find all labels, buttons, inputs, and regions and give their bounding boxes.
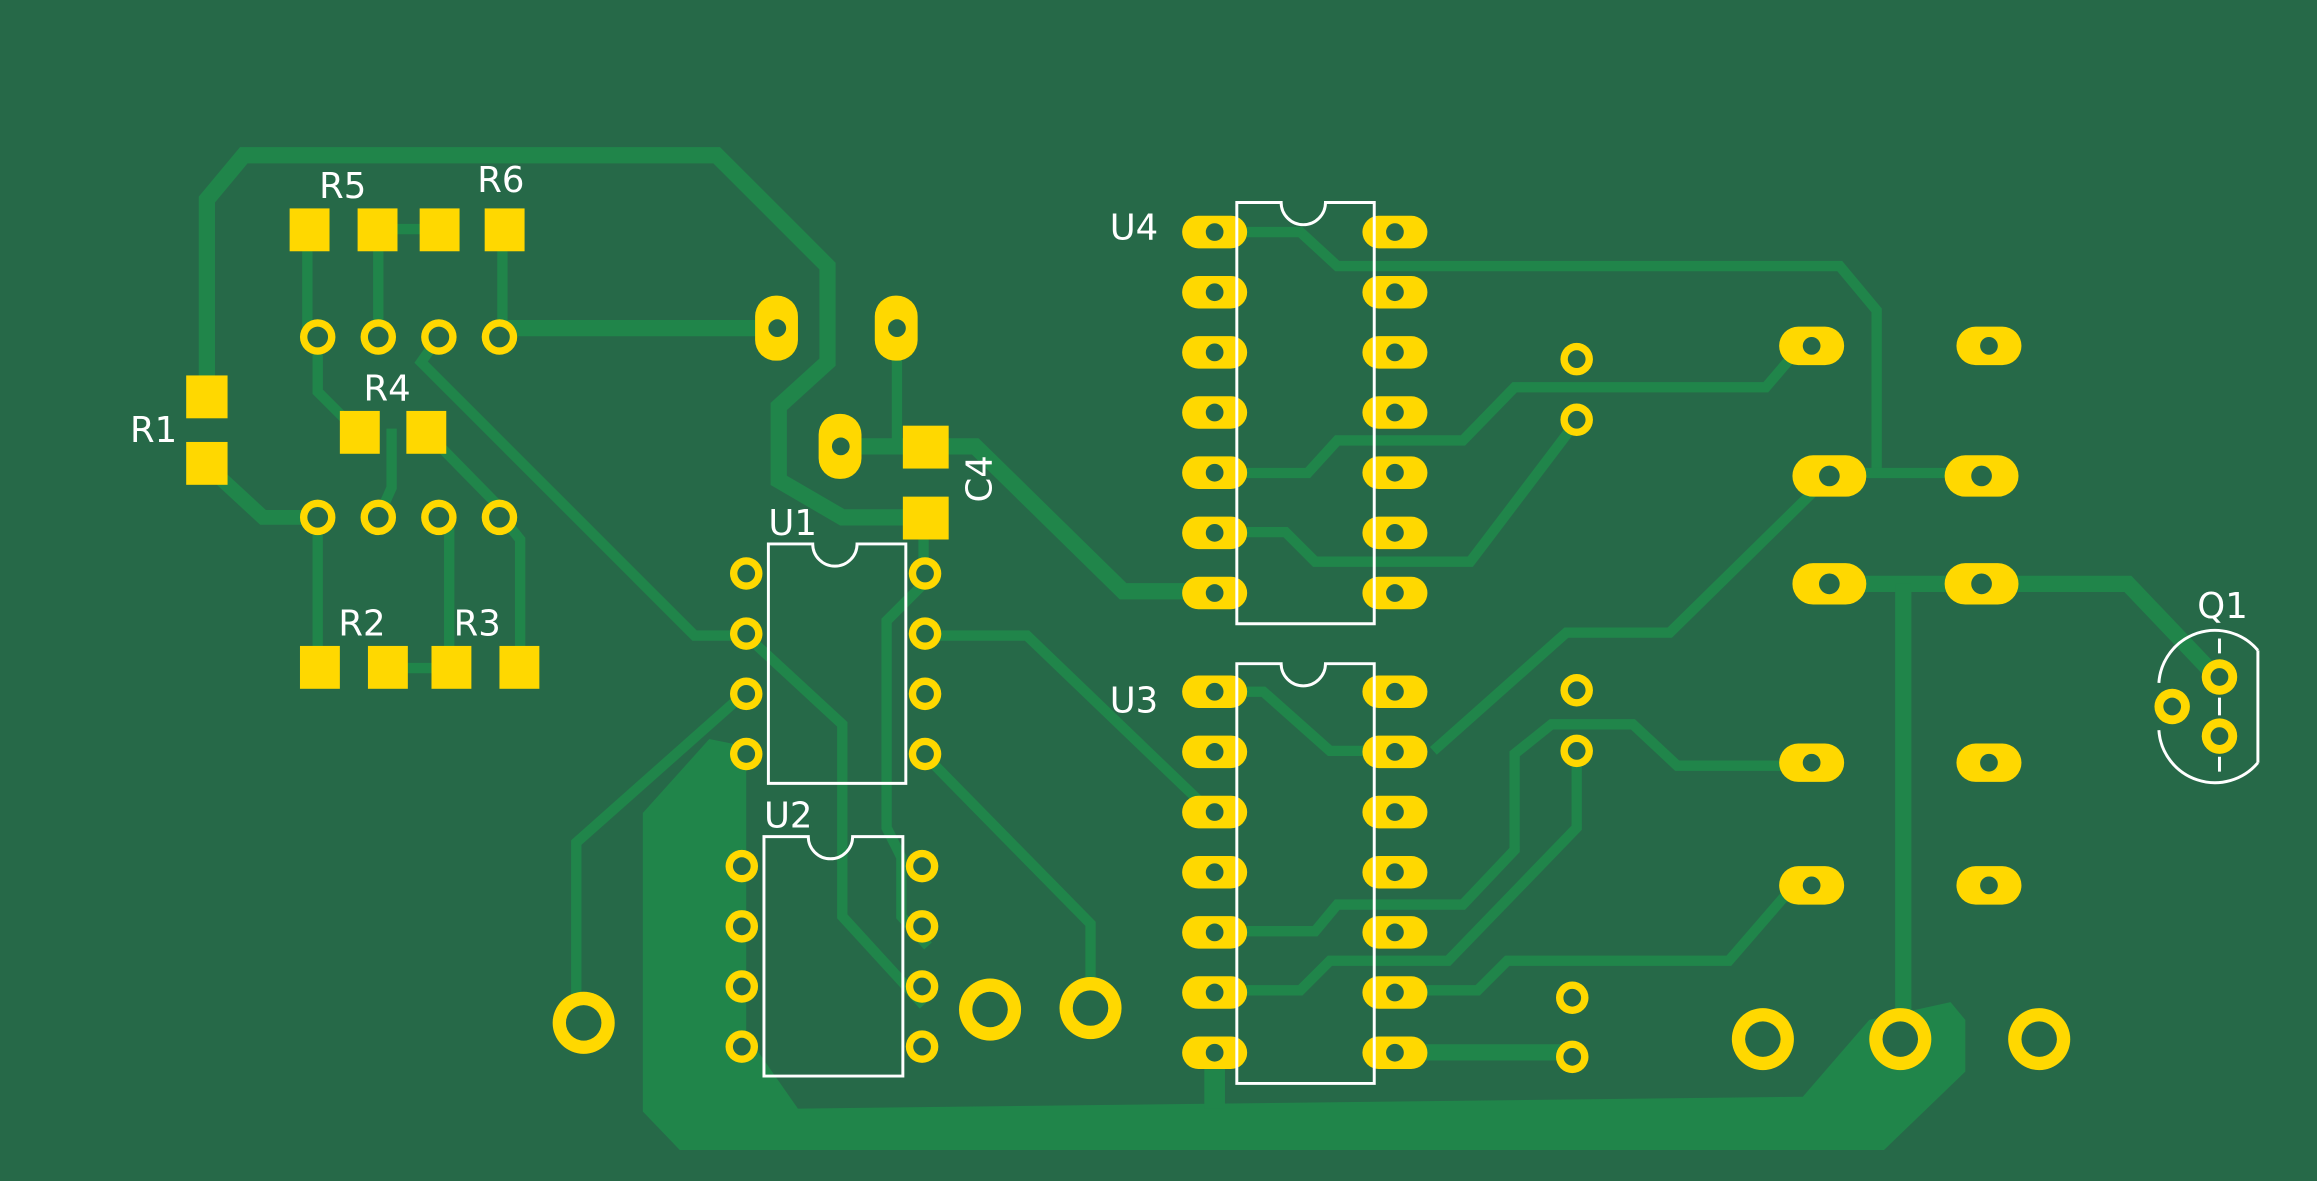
smd-pads xyxy=(186,208,949,689)
q1-outline xyxy=(2157,628,2260,785)
label-r3: R3 xyxy=(454,604,501,645)
u2-outline xyxy=(762,835,905,1078)
r1-pad-1 xyxy=(186,375,228,419)
label-c4: C4 xyxy=(960,455,1001,502)
label-u4: U4 xyxy=(1110,207,1159,248)
dip-pads xyxy=(725,215,1428,1069)
r6-pad-2 xyxy=(484,208,525,252)
silkscreen xyxy=(762,201,2260,1085)
r2-pad-1 xyxy=(299,645,340,689)
u1-pin-drill xyxy=(737,564,756,583)
u3-pin-drill xyxy=(1386,803,1404,821)
resistor-array-pads xyxy=(299,319,518,536)
label-r4: R4 xyxy=(364,369,411,410)
r1-pad-2 xyxy=(186,441,228,485)
u4-pin-drill xyxy=(1386,223,1404,241)
u3-pin-drill xyxy=(1205,863,1224,882)
u4-pin-drill xyxy=(1205,523,1224,542)
u2-pin-drill xyxy=(732,857,751,876)
u3-pin-drill xyxy=(1386,1043,1404,1062)
u4-pin-drill xyxy=(1386,463,1404,482)
r2-pad-2 xyxy=(367,645,408,689)
u4-pin-drill xyxy=(1386,343,1404,362)
u3-pin-drill xyxy=(1205,682,1224,701)
u2-pin-drill xyxy=(913,857,931,876)
u1-outline xyxy=(766,542,908,785)
u3-pin-drill xyxy=(1205,803,1224,821)
u2-pin-drill xyxy=(913,1037,931,1056)
r4-pad-2 xyxy=(406,410,447,454)
u4-pin-drill xyxy=(1205,343,1224,362)
r5-pad-1 xyxy=(289,208,330,252)
small-vias xyxy=(1555,342,1593,1074)
r5-pad-2 xyxy=(357,208,398,252)
label-r5: R5 xyxy=(319,166,366,207)
u3-pin-drill xyxy=(1205,743,1224,761)
u3-pin-drill xyxy=(1386,743,1404,761)
label-u1: U1 xyxy=(768,503,817,544)
q1-pads xyxy=(2154,659,2238,754)
r4-pad-1 xyxy=(339,410,380,454)
ground-pour xyxy=(642,739,1966,1150)
oval-vertical-pads xyxy=(755,295,918,479)
c4-pad-2 xyxy=(902,496,949,540)
u3-pin-drill xyxy=(1386,863,1404,882)
u3-pin-drill xyxy=(1205,923,1224,942)
u2-pin-drill xyxy=(913,917,931,936)
label-r2: R2 xyxy=(338,604,385,645)
u2-pin-drill xyxy=(732,1037,751,1056)
u1-pin-drill xyxy=(916,745,934,763)
u4-pin-drill xyxy=(1205,403,1224,422)
through-hole-pads xyxy=(299,215,2238,1074)
u3-pin-drill xyxy=(1205,983,1224,1002)
c4-pad-1 xyxy=(902,425,949,469)
octagon-pads xyxy=(552,977,2071,1071)
u1-pin-drill xyxy=(916,684,934,703)
u3-pin-drill xyxy=(1386,983,1404,1002)
u1-pin-drill xyxy=(737,684,756,703)
u2-pin-drill xyxy=(913,977,931,996)
u4-pin-drill xyxy=(1205,283,1224,302)
u1-pin-drill xyxy=(916,564,934,583)
reference-labels: R1 R5 R6 R4 R2 R3 U1 U2 U4 U3 Q1 C4 xyxy=(130,160,2248,837)
label-r6: R6 xyxy=(477,160,524,201)
u3-pin-drill xyxy=(1205,1043,1224,1062)
u3-pin-drill xyxy=(1386,923,1404,942)
u4-pin-drill xyxy=(1386,523,1404,542)
u4-pin-drill xyxy=(1386,403,1404,422)
label-r1: R1 xyxy=(130,410,177,451)
u1-pin-drill xyxy=(737,624,756,643)
u4-pin-drill xyxy=(1386,283,1404,302)
u4-outline xyxy=(1235,201,1376,626)
label-u3: U3 xyxy=(1110,680,1159,721)
relay-oval-pads xyxy=(1779,326,2022,905)
label-q1: Q1 xyxy=(2197,586,2247,627)
u4-pin-drill xyxy=(1205,584,1224,602)
u2-pin-drill xyxy=(732,917,751,936)
u4-pin-drill xyxy=(1386,584,1404,602)
label-u2: U2 xyxy=(764,796,813,837)
traces xyxy=(198,147,2223,1109)
r6-pad-1 xyxy=(419,208,460,252)
u3-pin-drill xyxy=(1386,682,1404,701)
u2-pin-drill xyxy=(732,977,751,996)
u4-pin-drill xyxy=(1205,463,1224,482)
r3-pad-1 xyxy=(431,645,472,689)
u4-pin-drill xyxy=(1205,223,1224,241)
r3-pad-2 xyxy=(499,645,540,689)
u1-pin-drill xyxy=(916,624,934,643)
u1-pin-drill xyxy=(737,745,756,763)
u3-outline xyxy=(1235,662,1376,1085)
